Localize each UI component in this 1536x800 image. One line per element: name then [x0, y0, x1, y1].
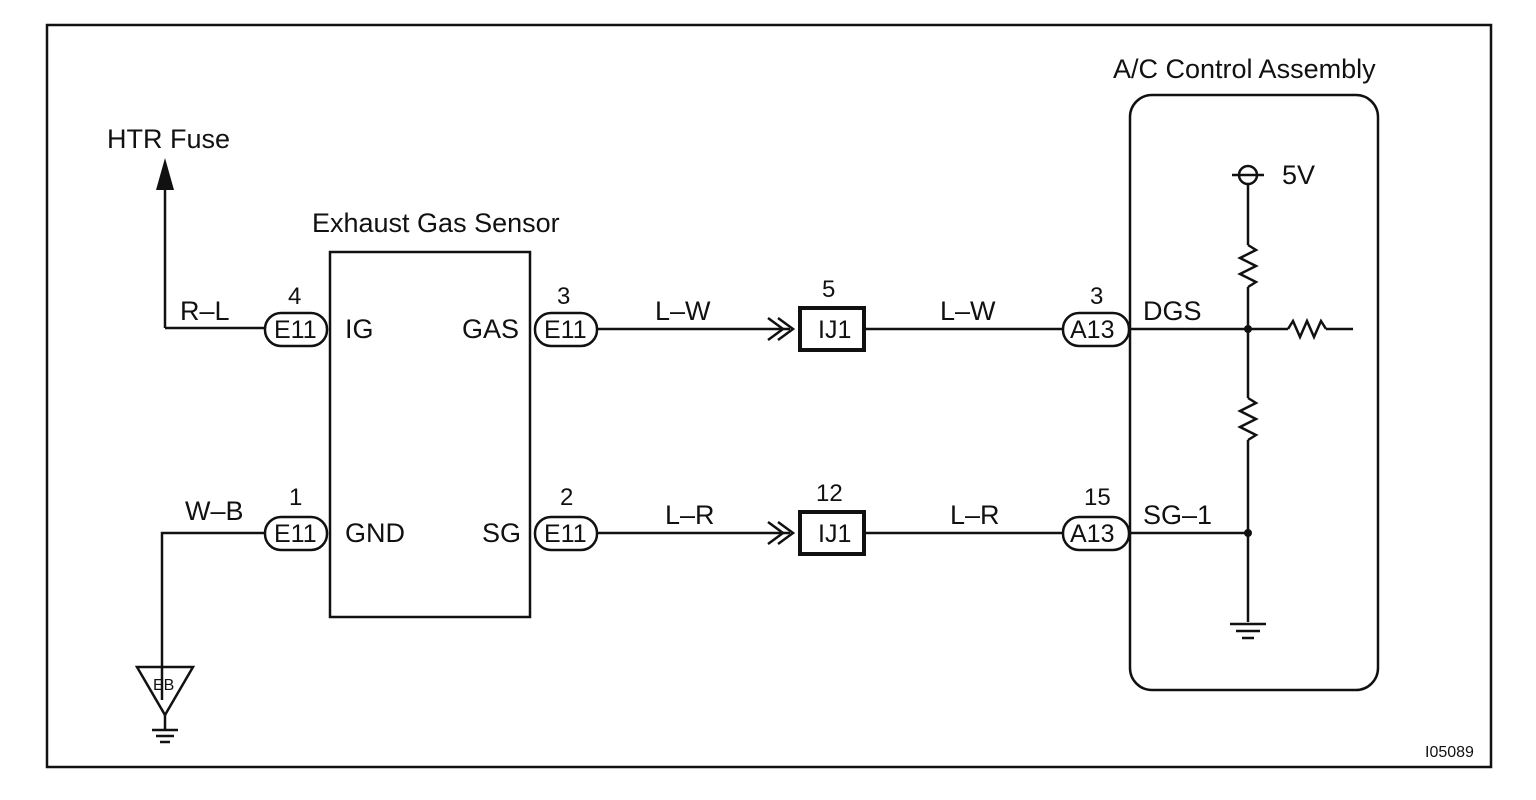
connector-e11-gas: E11 3	[533, 283, 599, 348]
svg-text:E11: E11	[274, 316, 317, 344]
ac-title: A/C Control Assembly	[1113, 54, 1376, 84]
ij-arrow-bottom	[767, 520, 786, 546]
wire-label-sg-right: L–R	[950, 500, 1000, 530]
svg-text:3: 3	[1090, 283, 1103, 310]
ij-arrow-top-2	[777, 316, 796, 342]
svg-text:4: 4	[288, 283, 301, 310]
connector-ij1-top: IJ1 5	[798, 276, 866, 352]
wire-label-gas-left: L–W	[655, 296, 711, 326]
ij-arrow-bottom-2	[777, 520, 796, 546]
svg-text:2: 2	[560, 484, 573, 511]
connector-a13-top: A13 3	[1061, 283, 1131, 348]
terminal-sg1: SG–1	[1143, 500, 1212, 530]
wire-label-htr: R–L	[180, 296, 230, 326]
terminal-dgs: DGS	[1143, 296, 1202, 326]
ground-tag: EB	[153, 677, 174, 694]
connector-e11-sg: E11 2	[533, 484, 599, 552]
connector-ij1-bottom: IJ1 12	[798, 480, 866, 556]
terminal-ig: IG	[345, 314, 374, 344]
terminal-gas: GAS	[462, 314, 519, 344]
volt-label: 5V	[1282, 160, 1315, 190]
wire-label-gas-right: L–W	[940, 296, 996, 326]
exhaust-gas-sensor	[328, 250, 532, 619]
svg-text:1: 1	[289, 484, 302, 511]
svg-text:3: 3	[557, 283, 570, 310]
svg-text:A13: A13	[1070, 520, 1114, 548]
figure-id: I05089	[1425, 744, 1474, 761]
internal-circuit	[1129, 164, 1353, 640]
ac-control-assembly	[1128, 93, 1380, 692]
svg-text:E11: E11	[274, 520, 317, 548]
svg-text:E11: E11	[544, 520, 587, 548]
wire-label-ground: W–B	[185, 496, 244, 526]
connector-a13-bottom: A13 15	[1061, 484, 1131, 552]
terminal-gnd: GND	[345, 518, 405, 548]
sensor-title: Exhaust Gas Sensor	[312, 208, 560, 238]
svg-text:15: 15	[1084, 484, 1111, 511]
wire-ground	[160, 531, 265, 700]
svg-text:IJ1: IJ1	[818, 520, 851, 548]
connector-e11-ig: E11 4	[263, 283, 329, 348]
ij-arrow-top	[767, 316, 786, 342]
diagram-frame	[45, 23, 1493, 769]
svg-text:IJ1: IJ1	[818, 316, 851, 344]
svg-text:12: 12	[816, 480, 843, 507]
htr-fuse-arrow	[156, 158, 174, 328]
svg-text:5: 5	[822, 276, 835, 303]
svg-text:E11: E11	[544, 316, 587, 344]
connector-e11-gnd: E11 1	[263, 484, 329, 552]
wire-label-sg-left: L–R	[665, 500, 715, 530]
ground-point-eb	[134, 665, 196, 744]
svg-text:A13: A13	[1070, 316, 1114, 344]
terminal-sg: SG	[482, 518, 521, 548]
htr-fuse-label: HTR Fuse	[107, 124, 230, 154]
